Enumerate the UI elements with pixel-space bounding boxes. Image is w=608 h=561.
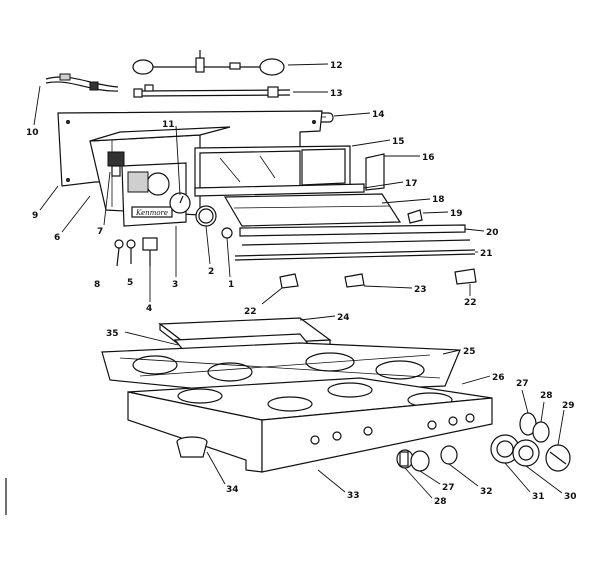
callout-7: 7 bbox=[97, 227, 103, 237]
callout-11: 11 bbox=[162, 120, 175, 130]
part-28-knob-right bbox=[532, 421, 550, 443]
callout-2: 2 bbox=[208, 267, 214, 277]
part-11-clock-knob bbox=[169, 192, 191, 214]
part-8-screw bbox=[114, 239, 124, 267]
callout-24: 24 bbox=[337, 313, 350, 323]
part-7-switch bbox=[107, 151, 125, 177]
part-2-knob-ring bbox=[195, 205, 217, 227]
part-18-front-panel bbox=[223, 193, 402, 227]
part-20-trim-strip bbox=[239, 224, 471, 246]
part-29-knob bbox=[545, 444, 571, 472]
callout-26: 26 bbox=[492, 373, 505, 383]
callout-3: 3 bbox=[172, 280, 178, 290]
callout-30: 30 bbox=[564, 492, 577, 502]
callout-25: 25 bbox=[463, 347, 476, 357]
callout-27-right: 27 bbox=[516, 379, 529, 389]
part-19-clip bbox=[407, 209, 423, 224]
callout-32: 32 bbox=[480, 487, 493, 497]
part-31-bezel-ring bbox=[490, 434, 520, 464]
part-33-range-body bbox=[127, 391, 493, 473]
callout-19: 19 bbox=[450, 209, 463, 219]
part-1-knob bbox=[221, 227, 233, 239]
callout-14: 14 bbox=[372, 110, 385, 120]
part-3-clock-panel: Kenmore bbox=[121, 162, 187, 227]
callout-1: 1 bbox=[228, 280, 234, 290]
part-4-bracket bbox=[142, 237, 158, 266]
callout-16: 16 bbox=[422, 153, 435, 163]
callout-34: 34 bbox=[226, 485, 239, 495]
callout-17: 17 bbox=[405, 179, 418, 189]
callout-20: 20 bbox=[486, 228, 499, 238]
part-34-cup bbox=[176, 436, 208, 458]
part-13-tube bbox=[133, 84, 291, 98]
callout-22-left: 22 bbox=[244, 307, 257, 317]
callout-6: 6 bbox=[54, 233, 60, 243]
callout-33: 33 bbox=[347, 491, 360, 501]
part-23-clip bbox=[344, 273, 365, 288]
callout-28-right: 28 bbox=[540, 391, 553, 401]
part-15-window-frame bbox=[194, 145, 351, 193]
part-10-wire-harness bbox=[33, 73, 119, 126]
part-5-screw bbox=[126, 239, 136, 264]
part-30-bezel-ring bbox=[512, 439, 540, 467]
callout-28-bottom: 28 bbox=[434, 497, 447, 507]
callout-27-bottom: 27 bbox=[442, 483, 455, 493]
part-16-side-bracket bbox=[365, 153, 385, 191]
callout-31: 31 bbox=[532, 492, 545, 502]
part-27-knob-bottom bbox=[410, 450, 430, 472]
part-22-clip-left bbox=[279, 273, 299, 289]
callout-15: 15 bbox=[392, 137, 405, 147]
callout-8: 8 bbox=[94, 280, 100, 290]
callout-labels: 12 13 14 10 11 15 16 17 18 19 9 6 7 3 2 … bbox=[26, 61, 577, 507]
part-21-trim-strip bbox=[234, 249, 476, 261]
callout-22-right: 22 bbox=[464, 298, 477, 308]
callout-35: 35 bbox=[106, 329, 119, 339]
part-32-knob-insert bbox=[440, 445, 458, 465]
part-12-rod-assembly bbox=[132, 50, 285, 76]
callout-4: 4 bbox=[146, 304, 152, 314]
callout-13: 13 bbox=[330, 89, 343, 99]
part-22-clip-right bbox=[454, 268, 477, 285]
panel-brand-script: Kenmore bbox=[135, 209, 168, 217]
callout-5: 5 bbox=[127, 278, 133, 288]
callout-23: 23 bbox=[414, 285, 427, 295]
callout-21: 21 bbox=[480, 249, 493, 259]
part-17-rail bbox=[194, 183, 365, 197]
leader-lines bbox=[39, 63, 565, 499]
callout-18: 18 bbox=[432, 195, 445, 205]
callout-29: 29 bbox=[562, 401, 575, 411]
callout-9: 9 bbox=[32, 211, 38, 221]
callout-12: 12 bbox=[330, 61, 343, 71]
callout-10: 10 bbox=[26, 128, 39, 138]
